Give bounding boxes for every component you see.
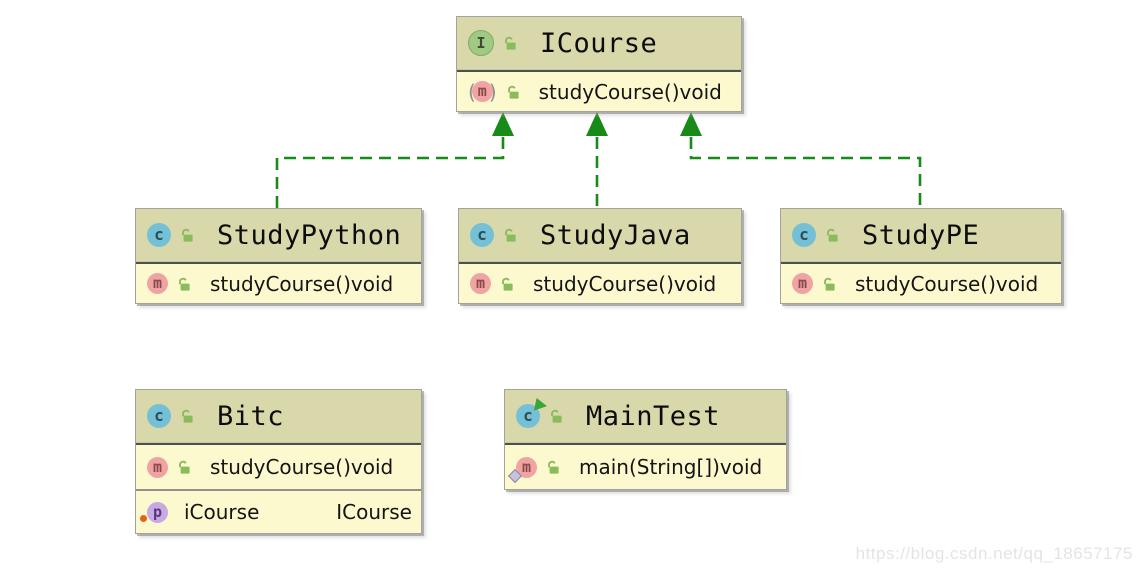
- public-lock-icon: [505, 84, 521, 100]
- field-name: iCourse: [184, 500, 260, 524]
- entry-point-diamond-icon: [507, 468, 523, 483]
- public-lock-icon: [179, 408, 195, 424]
- field-dot-icon: [140, 514, 147, 522]
- class-header-bitc[interactable]: c Bitc: [136, 390, 421, 442]
- member-row-studycourse[interactable]: m studyCourse()void: [136, 264, 421, 303]
- realization-arrowhead-middle: [586, 112, 608, 136]
- main-method-icon: m: [507, 456, 537, 483]
- member-row-studycourse[interactable]: ( m ) studyCourse()void: [457, 72, 741, 111]
- csdn-watermark: https://blog.csdn.net/qq_18657175: [855, 544, 1133, 563]
- class-header-studypython[interactable]: c StudyPython: [136, 209, 421, 261]
- field-type: ICourse: [336, 500, 412, 524]
- class-header-studype[interactable]: c StudyPE: [781, 209, 1061, 261]
- class-icon: c: [147, 404, 171, 428]
- header-divider: [781, 261, 1061, 264]
- method-icon: m: [147, 456, 168, 478]
- header-divider: [136, 261, 421, 264]
- class-box-studypython[interactable]: c StudyPython m studyCourse()void: [135, 208, 422, 304]
- method-signature: studyCourse()void: [533, 271, 717, 296]
- public-lock-icon: [176, 459, 192, 475]
- member-row-studycourse[interactable]: m studyCourse()void: [459, 264, 741, 303]
- field-icon: p: [140, 501, 168, 523]
- public-lock-icon: [499, 276, 515, 292]
- method-signature: main(String[])void: [579, 455, 763, 479]
- class-box-icourse[interactable]: I ICourse ( m ) studyCourse()void: [456, 16, 742, 112]
- member-row-studycourse[interactable]: m studyCourse()void: [136, 445, 421, 489]
- realization-edge-studypython[interactable]: [275, 137, 505, 208]
- class-header-maintest[interactable]: c MainTest: [505, 390, 786, 442]
- class-title: Bitc: [217, 400, 285, 432]
- class-title: StudyPython: [217, 219, 402, 251]
- method-icon: m: [147, 273, 168, 294]
- public-lock-icon: [545, 459, 561, 475]
- runnable-class-icon: c: [516, 404, 540, 428]
- realization-arrowhead-left: [492, 112, 514, 136]
- class-header-studyjava[interactable]: c StudyJava: [459, 209, 741, 261]
- class-icon: c: [470, 223, 494, 247]
- public-lock-icon: [548, 408, 564, 424]
- class-icon: c: [792, 223, 816, 247]
- class-title: StudyPE: [862, 219, 980, 251]
- class-title: MainTest: [586, 400, 721, 432]
- interface-icon: I: [468, 30, 494, 56]
- header-divider: [459, 261, 741, 264]
- class-title: StudyJava: [540, 219, 691, 251]
- public-lock-icon: [502, 35, 518, 51]
- class-box-bitc[interactable]: c Bitc m studyCourse()void p iCourse ICo…: [135, 389, 422, 534]
- public-lock-icon: [179, 227, 195, 243]
- run-arrow-icon: [534, 398, 548, 413]
- class-header-icourse[interactable]: I ICourse: [457, 17, 741, 69]
- method-signature: studyCourse()void: [855, 271, 1039, 296]
- public-lock-icon: [821, 276, 837, 292]
- member-row-main[interactable]: m main(String[])void: [505, 445, 786, 489]
- class-icon: c: [147, 223, 171, 247]
- realization-arrowhead-right: [680, 112, 702, 136]
- method-signature: studyCourse()void: [210, 271, 394, 296]
- method-signature: studyCourse()void: [538, 79, 722, 104]
- method-icon: m: [470, 273, 491, 294]
- class-box-maintest[interactable]: c MainTest m main(String[])void: [504, 389, 787, 490]
- member-row-studycourse[interactable]: m studyCourse()void: [781, 264, 1061, 303]
- public-lock-icon: [502, 227, 518, 243]
- method-signature: studyCourse()void: [210, 455, 394, 479]
- method-icon: m: [792, 273, 813, 294]
- abstract-method-icon: ( m ): [468, 81, 497, 102]
- class-box-studype[interactable]: c StudyPE m studyCourse()void: [780, 208, 1062, 304]
- public-lock-icon: [176, 276, 192, 292]
- public-lock-icon: [824, 227, 840, 243]
- header-divider: [505, 442, 786, 445]
- header-divider: [457, 69, 741, 72]
- class-title: ICourse: [540, 27, 658, 59]
- field-row-icourse[interactable]: p iCourse ICourse: [136, 489, 421, 533]
- header-divider: [136, 442, 421, 445]
- realization-edge-studype[interactable]: [689, 137, 922, 208]
- class-box-studyjava[interactable]: c StudyJava m studyCourse()void: [458, 208, 742, 304]
